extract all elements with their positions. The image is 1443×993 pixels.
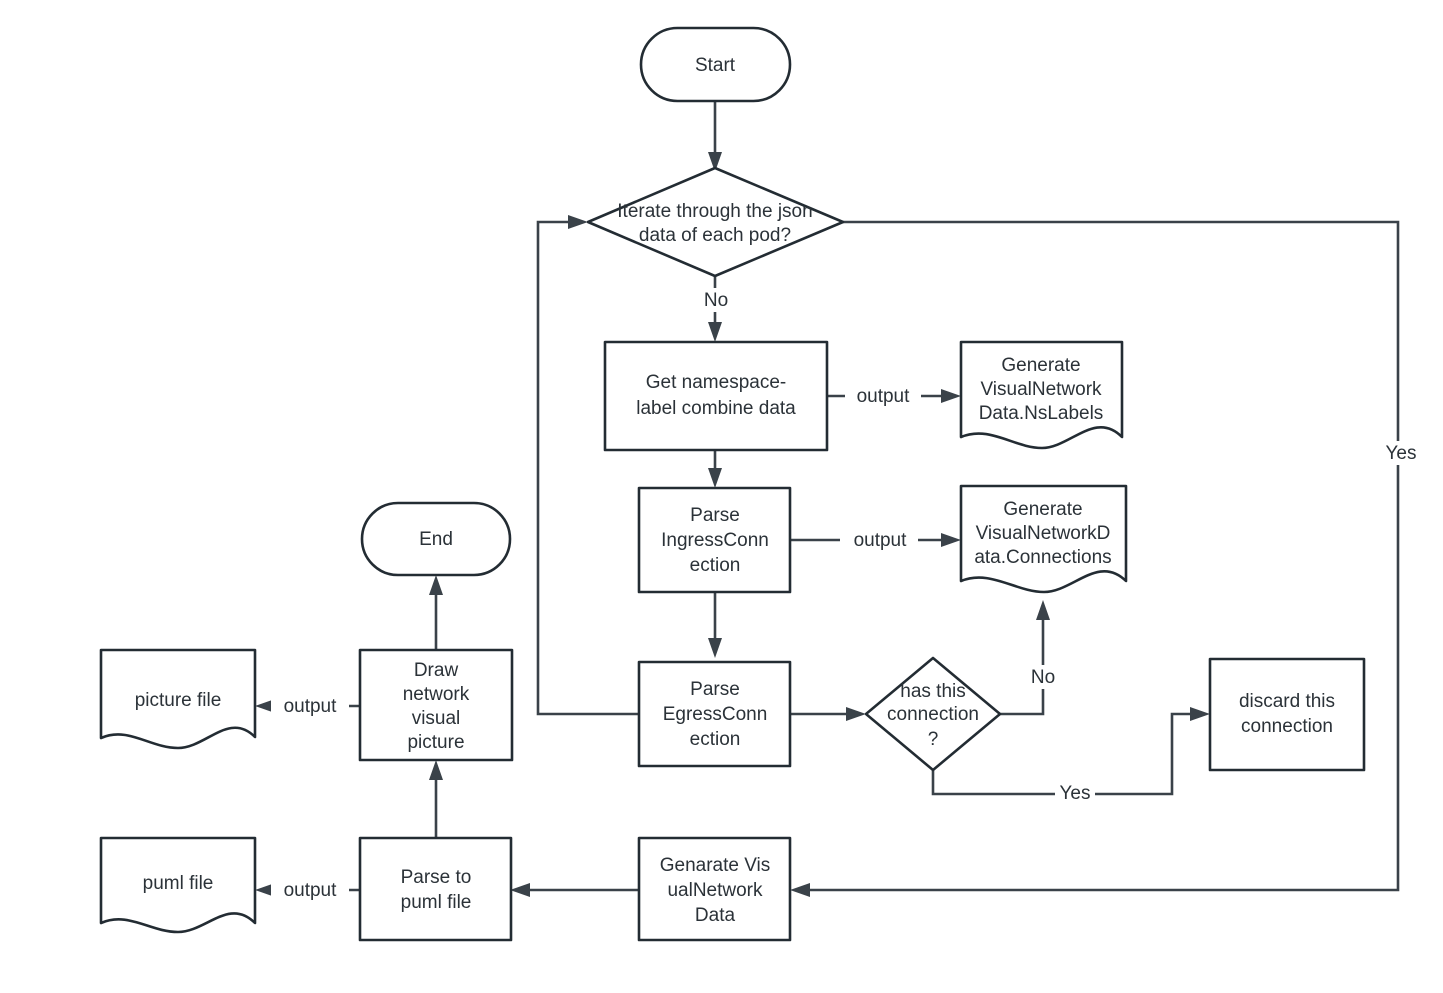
node-generate-visual-data[interactable]: Genarate Vis ualNetwork Data <box>637 836 792 942</box>
node-generate-nslabels-label-line1: Generate <box>1001 355 1080 376</box>
edge-label-iterate-yes: Yes <box>1386 443 1417 464</box>
node-has-connection-decision[interactable]: has this connection ? <box>864 656 1002 772</box>
node-discard-label-line2: connection <box>1241 716 1333 737</box>
arrow-drawpicture-to-end <box>429 575 443 595</box>
edge-label-conn-yes: Yes <box>1060 783 1091 804</box>
node-parse-to-puml[interactable]: Parse to puml file <box>358 836 513 942</box>
node-iterate-label-line1: Iterate through the json <box>617 201 812 222</box>
node-picture-file[interactable]: picture file <box>99 648 257 750</box>
node-puml-file[interactable]: puml file <box>99 836 257 934</box>
node-generate-connections[interactable]: Generate VisualNetworkD ata.Connections <box>959 484 1128 594</box>
node-parse-ingress-label-line2: IngressConn <box>661 530 769 551</box>
node-generate-visual-data-label-line3: Data <box>695 905 736 926</box>
node-discard-label-line1: discard this <box>1239 691 1335 712</box>
node-start-label: Start <box>695 55 736 76</box>
edge-labels-layer: No Yes output output No Yes output outpu… <box>271 288 1419 902</box>
node-parse-egress[interactable]: Parse EgressConn ection <box>637 660 792 768</box>
node-draw-picture-label-line2: network <box>403 684 470 705</box>
edge-egress-loop-to-iterate <box>536 220 639 716</box>
node-parse-egress-label-line3: ection <box>690 729 741 750</box>
edge-label-output-puml: output <box>284 880 338 901</box>
node-parse-ingress-label-line3: ection <box>690 555 741 576</box>
node-get-namespace-label-line2: label combine data <box>636 398 796 419</box>
edge-hasconn-yes-to-discard <box>931 712 1195 796</box>
node-generate-connections-label-line1: Generate <box>1003 499 1082 520</box>
node-parse-egress-label-line2: EgressConn <box>663 704 768 725</box>
node-parse-to-puml-label-line2: puml file <box>401 892 472 913</box>
arrow-egress-loop-to-iterate <box>568 215 588 229</box>
node-generate-nslabels-label-line2: VisualNetwork <box>980 379 1102 400</box>
arrow-parsepuml-to-pumlfile <box>255 883 275 897</box>
arrow-iterate-yes-to-genvisual <box>790 883 810 897</box>
node-iterate-label-line2: data of each pod? <box>639 225 791 246</box>
edge-label-output-connections: output <box>854 530 908 551</box>
arrow-drawpicture-to-picturefile <box>255 699 275 713</box>
node-generate-nslabels[interactable]: Generate VisualNetwork Data.NsLabels <box>959 340 1124 450</box>
arrow-getns-to-ingress <box>708 468 722 488</box>
node-puml-file-label: puml file <box>143 873 214 894</box>
node-generate-visual-data-label-line2: ualNetwork <box>667 880 763 901</box>
node-draw-picture-label-line1: Draw <box>414 660 459 681</box>
arrow-getns-to-nslabels <box>941 389 961 403</box>
node-start[interactable]: Start <box>639 26 792 103</box>
edges-layer <box>255 101 1400 897</box>
arrow-egress-to-hasconn <box>846 707 866 721</box>
node-end-label: End <box>419 529 453 550</box>
node-has-connection-label-line2: connection <box>887 704 979 725</box>
arrow-hasconn-yes-to-discard <box>1190 707 1210 721</box>
node-draw-picture-label-line4: picture <box>407 732 464 753</box>
node-has-connection-label-line1: has this <box>900 681 965 702</box>
node-draw-picture-label-line3: visual <box>412 708 461 729</box>
node-picture-file-label: picture file <box>135 690 222 711</box>
node-parse-ingress[interactable]: Parse IngressConn ection <box>637 486 792 594</box>
node-discard-connection[interactable]: discard this connection <box>1208 657 1366 772</box>
node-parse-to-puml-label-line1: Parse to <box>401 867 472 888</box>
node-generate-connections-label-line2: VisualNetworkD <box>976 523 1111 544</box>
edge-label-iterate-no: No <box>704 290 728 311</box>
edge-label-output-picture: output <box>284 696 338 717</box>
node-iterate-decision[interactable]: Iterate through the json data of each po… <box>586 166 845 278</box>
node-generate-visual-data-label-line1: Genarate Vis <box>660 855 771 876</box>
arrow-genvisual-to-parsepuml <box>510 883 530 897</box>
edge-iterate-yes-to-genvisual <box>805 220 1400 892</box>
arrow-hasconn-no-to-connections <box>1036 600 1050 620</box>
node-end[interactable]: End <box>360 501 512 577</box>
arrow-parsepuml-to-drawpicture <box>429 760 443 780</box>
edge-hasconn-no-to-connections <box>1000 615 1045 716</box>
edge-label-output-nslabels: output <box>857 386 911 407</box>
node-generate-nslabels-label-line3: Data.NsLabels <box>979 403 1104 424</box>
arrow-ingress-to-connections <box>941 533 961 547</box>
node-has-connection-label-line3: ? <box>928 729 939 750</box>
edge-label-conn-no: No <box>1031 667 1055 688</box>
node-get-namespace-label-line1: Get namespace- <box>646 372 786 393</box>
arrow-iterate-no-to-getns <box>708 322 722 342</box>
node-draw-picture[interactable]: Draw network visual picture <box>358 648 514 762</box>
arrow-ingress-to-egress <box>708 638 722 658</box>
node-get-namespace[interactable]: Get namespace- label combine data <box>603 340 829 452</box>
node-parse-egress-label-line1: Parse <box>690 679 740 700</box>
node-generate-connections-label-line3: ata.Connections <box>974 547 1111 568</box>
arrow-start-to-iterate <box>708 152 722 172</box>
node-parse-ingress-label-line1: Parse <box>690 505 740 526</box>
